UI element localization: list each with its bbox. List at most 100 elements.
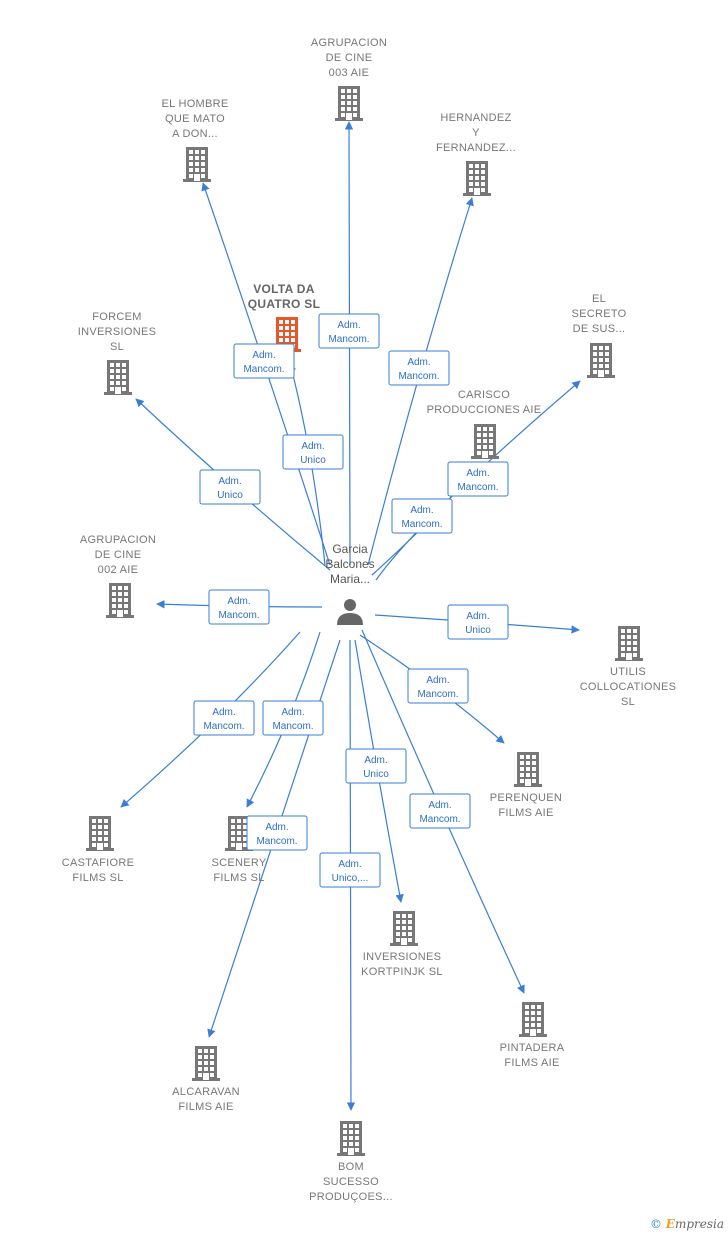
role-text: Adm.	[426, 675, 449, 686]
building-icon	[615, 626, 643, 661]
role-text: Adm.	[338, 859, 361, 870]
company-node-utilis[interactable]: UTILIS COLLOCATIONES SL	[580, 626, 677, 708]
role-text: Adm.	[281, 707, 304, 718]
company-name-line: PRODUÇOES...	[309, 1191, 393, 1203]
role-text: Unico	[217, 490, 243, 501]
role-text: Mancom.	[401, 519, 442, 530]
building-icon	[463, 161, 491, 196]
role-badge-volta-da-quatro[interactable]: Adm.Unico	[282, 434, 344, 470]
role-badge-agrupacion-002[interactable]: Adm.Mancom.	[208, 589, 270, 625]
role-badge-castafiore[interactable]: Adm. Mancom.	[193, 700, 255, 736]
role-badge-bom-sucesso[interactable]: Adm. Unico,...	[319, 852, 381, 888]
building-icon	[471, 424, 499, 459]
role-badge-agrupacion-003[interactable]: Adm.Mancom.	[318, 313, 380, 349]
company-name-line: INVERSIONES	[78, 326, 157, 338]
person-name-line: Maria...	[330, 572, 370, 586]
company-name-line: UTILIS	[610, 666, 646, 678]
company-name-line: FERNANDEZ...	[436, 142, 516, 154]
company-name-line: QUE MATO	[165, 113, 225, 125]
company-name-line: DE CINE	[95, 549, 142, 561]
company-name-line: Y	[472, 127, 480, 139]
role-text: Adm.	[407, 357, 430, 368]
role-text: Unico	[300, 455, 326, 466]
building-icon	[183, 147, 211, 182]
company-name-line: EL	[592, 293, 606, 305]
company-name-line: INVERSIONES	[363, 951, 442, 963]
center-person[interactable]: GarciaBalconesMaria...	[325, 542, 375, 625]
building-icon	[514, 752, 542, 787]
role-text: Adm.	[428, 800, 451, 811]
company-name-line: VOLTA DA	[253, 282, 315, 296]
company-name-line: FILMS SL	[72, 872, 123, 884]
role-badge-utilis[interactable]: Adm.Unico	[447, 604, 509, 640]
company-node-hernandez[interactable]: HERNANDEZ Y FERNANDEZ...	[436, 112, 516, 196]
company-name-line: 002 AIE	[98, 564, 139, 576]
company-name-line: FILMS AIE	[498, 807, 553, 819]
company-name-line: A DON...	[172, 128, 218, 140]
company-name-line: ALCARAVAN	[172, 1086, 240, 1098]
company-name-line: BOM	[338, 1161, 364, 1173]
company-name-line: COLLOCATIONES	[580, 681, 677, 693]
company-name-line: KORTPINJK SL	[361, 966, 443, 978]
building-icon	[390, 911, 418, 946]
role-text: Mancom.	[398, 371, 439, 382]
company-name-line: AGRUPACION	[311, 37, 387, 49]
role-badge-pintadera[interactable]: Adm. Mancom.	[409, 793, 471, 829]
role-badge-perenquen[interactable]: Adm.Mancom.	[407, 668, 469, 704]
role-text: Mancom.	[203, 721, 244, 732]
role-badge-hernandez[interactable]: Adm. Mancom.	[388, 350, 450, 386]
empresia-credit[interactable]: © Empresia	[650, 1217, 724, 1231]
role-badge-alcaravan[interactable]: Adm.Mancom.	[246, 815, 308, 851]
role-badge-kortpinjk[interactable]: Adm.Unico	[345, 748, 407, 784]
role-badge-carisco[interactable]: Adm.Mancom.	[447, 461, 509, 497]
building-icon	[104, 360, 132, 395]
role-badge-el-hombre[interactable]: Adm.Mancom.	[233, 343, 295, 379]
company-name-line: 003 AIE	[329, 67, 370, 79]
company-node-alcaravan[interactable]: ALCARAVAN FILMS AIE	[172, 1046, 240, 1113]
company-node-kortpinjk[interactable]: INVERSIONES KORTPINJK SL	[361, 911, 443, 978]
person-name-line: Garcia	[332, 542, 368, 556]
company-node-bom-sucesso[interactable]: BOMSUCESSOPRODUÇOES...	[309, 1121, 393, 1203]
role-badge-forcem[interactable]: Adm. Unico	[199, 469, 261, 505]
building-icon	[335, 86, 363, 121]
role-text: Adm.	[410, 505, 433, 516]
company-name-line: FILMS AIE	[178, 1101, 233, 1113]
role-text: Adm.	[252, 350, 275, 361]
company-name-line: HERNANDEZ	[440, 112, 511, 124]
building-icon	[192, 1046, 220, 1081]
building-icon	[225, 816, 253, 851]
company-name-line: DE SUS...	[573, 323, 626, 335]
role-text: Adm.	[218, 476, 241, 487]
company-node-agrupacion-003[interactable]: AGRUPACION DE CINE 003 AIE	[311, 37, 387, 121]
company-name-line: SL	[110, 341, 124, 353]
company-name-line: DE CINE	[326, 52, 373, 64]
role-text: Adm.	[212, 707, 235, 718]
copyright-icon: ©	[649, 1217, 662, 1231]
person-icon	[337, 599, 363, 625]
company-name-line: QUATRO SL	[248, 297, 320, 311]
company-name-line: PINTADERA	[500, 1042, 565, 1054]
company-name-line: FILMS SL	[213, 872, 264, 884]
role-badge-el-secreto[interactable]: Adm. Mancom.	[391, 498, 453, 534]
role-text: Adm.	[337, 320, 360, 331]
role-text: Unico,...	[332, 873, 369, 884]
role-text: Adm.	[466, 611, 489, 622]
company-name-line: SL	[621, 696, 635, 708]
role-badge-scenery[interactable]: Adm. Mancom.	[262, 700, 324, 736]
role-text: Mancom.	[218, 610, 259, 621]
role-text: Mancom.	[272, 721, 313, 732]
role-text: Mancom.	[419, 814, 460, 825]
role-text: Mancom.	[256, 836, 297, 847]
brand-name: Empresia	[665, 1217, 724, 1231]
